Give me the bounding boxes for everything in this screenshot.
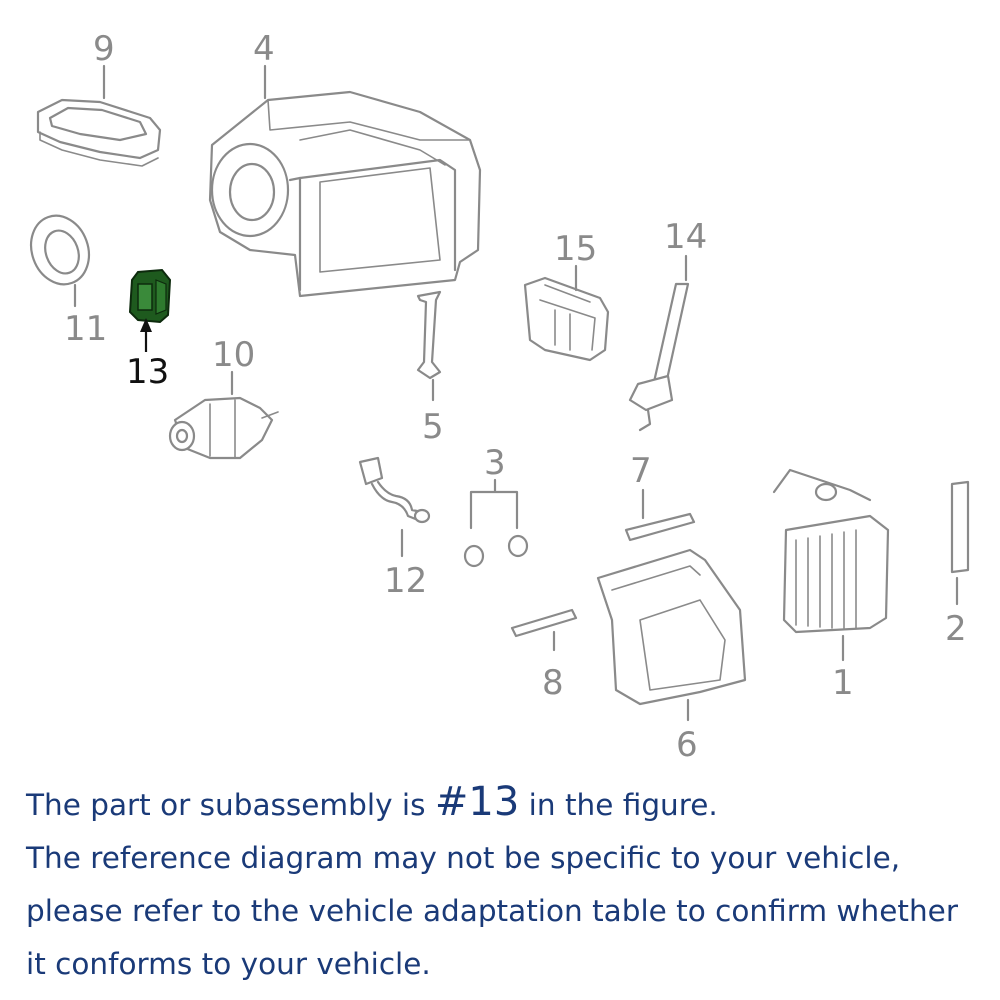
callout-10: 10 bbox=[212, 335, 255, 375]
caption-line-1-suffix: in the figure. bbox=[519, 788, 718, 822]
caption-line-1: The part or subassembly is #13 in the fi… bbox=[26, 776, 986, 832]
callout-8: 8 bbox=[542, 663, 564, 703]
callout-15: 15 bbox=[554, 229, 597, 269]
callout-12: 12 bbox=[384, 561, 427, 601]
part-15-drawing bbox=[523, 264, 610, 362]
part-10-drawing bbox=[168, 370, 279, 460]
part-8-drawing bbox=[510, 608, 578, 652]
part-7-drawing bbox=[624, 488, 696, 542]
callout-3: 3 bbox=[484, 443, 506, 483]
callout-1: 1 bbox=[832, 663, 854, 703]
caption-line-4: it conforms to your vehicle. bbox=[26, 947, 431, 981]
part-2-drawing bbox=[950, 480, 970, 606]
caption-line-1-prefix: The part or subassembly is bbox=[26, 788, 435, 822]
caption-block: The part or subassembly is #13 in the fi… bbox=[26, 776, 986, 991]
part-1-drawing bbox=[772, 468, 890, 662]
part-6-drawing bbox=[596, 548, 747, 722]
part-13-drawing bbox=[128, 268, 172, 352]
exploded-parts-diagram: 9 4 11 13 bbox=[29, 29, 970, 765]
part-4-drawing bbox=[208, 64, 482, 298]
callout-6: 6 bbox=[676, 725, 698, 765]
callout-2: 2 bbox=[945, 609, 967, 649]
part-11-drawing bbox=[29, 214, 91, 308]
part-5-drawing bbox=[416, 290, 442, 402]
callout-11: 11 bbox=[64, 309, 107, 349]
callout-4: 4 bbox=[253, 29, 275, 69]
callout-7: 7 bbox=[630, 451, 652, 491]
callout-13: 13 bbox=[126, 352, 169, 392]
callout-5: 5 bbox=[422, 407, 444, 447]
part-14-drawing bbox=[628, 254, 690, 432]
part-3-drawing bbox=[463, 478, 529, 568]
part-9-drawing bbox=[36, 64, 162, 167]
part-12-drawing bbox=[358, 456, 431, 558]
callout-14: 14 bbox=[664, 217, 707, 257]
part-number-highlight: #13 bbox=[434, 779, 520, 825]
callout-9: 9 bbox=[93, 29, 115, 69]
caption-line-2: The reference diagram may not be specifi… bbox=[26, 841, 901, 875]
caption-line-3: please refer to the vehicle adaptation t… bbox=[26, 894, 958, 928]
